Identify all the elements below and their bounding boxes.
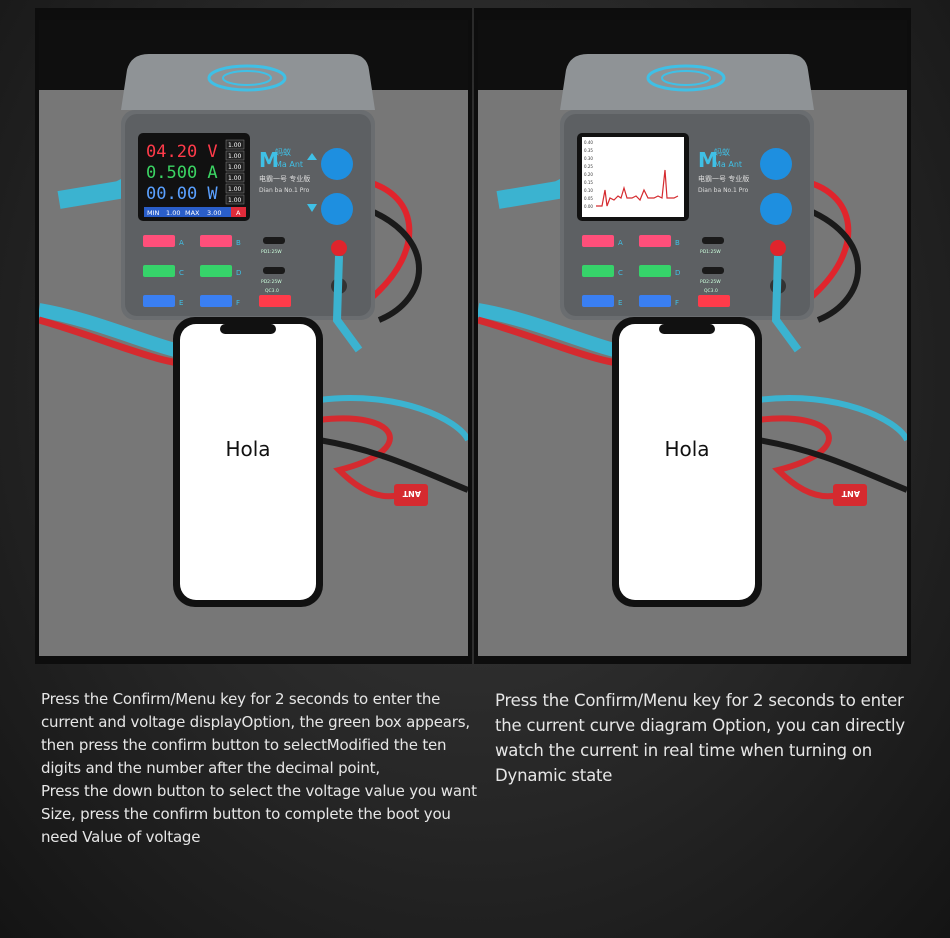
caption-line: need Value of voltage <box>41 828 201 846</box>
y-tick: 0.05 <box>584 196 593 201</box>
caption-line: digits and the number after the decimal … <box>41 759 380 777</box>
brand-name: Ma Ant <box>275 160 303 169</box>
left-product-photo: 04.20 V 0.500 A 00.00 W 1.00 1.00 1.00 1… <box>39 20 468 656</box>
port-label: B <box>675 239 680 247</box>
y-tick: 0.35 <box>584 148 593 153</box>
caption-line: the current curve diagram Option, you ca… <box>495 716 905 735</box>
y-tick: 0.40 <box>584 140 593 145</box>
phone-screen-text: Hola <box>225 437 270 461</box>
port-label: E <box>618 299 622 307</box>
caption-line: watch the current in real time when turn… <box>495 741 873 760</box>
pd-label: PD1:25W <box>261 249 282 255</box>
side-value: 1.00 <box>228 153 242 160</box>
phone-screen-text: Hola <box>664 437 709 461</box>
y-tick: 0.25 <box>584 164 593 169</box>
port-label: D <box>236 269 241 277</box>
y-tick: 0.00 <box>584 204 593 209</box>
y-tick: 0.10 <box>584 188 593 193</box>
caption-line: then press the confirm button to selectM… <box>41 736 447 754</box>
pd-label: PD1:25W <box>700 249 721 255</box>
left-caption: Press the Confirm/Menu key for 2 seconds… <box>41 688 481 849</box>
y-tick: 0.30 <box>584 156 593 161</box>
brand-logo: M <box>698 148 718 172</box>
pd-label: PD2:25W <box>700 279 721 285</box>
up-button[interactable] <box>321 148 353 180</box>
smartphone: Hola <box>612 317 762 607</box>
caption-line: Press the down button to select the volt… <box>41 782 477 800</box>
port-label: B <box>236 239 241 247</box>
subtitle-cn: 电霸一号 专业版 <box>259 174 310 183</box>
pd-label: PD2:25W <box>261 279 282 285</box>
current-curve <box>596 169 679 207</box>
connector-label: ANT <box>402 489 421 498</box>
right-product-photo: 0.40 0.35 0.30 0.25 0.20 0.15 0.10 0.05 … <box>478 20 907 656</box>
min-value: 1.00 <box>166 209 180 217</box>
right-photo-panel: 0.40 0.35 0.30 0.25 0.20 0.15 0.10 0.05 … <box>474 8 911 664</box>
up-arrow-icon <box>307 153 317 160</box>
max-value: 3.00 <box>207 209 221 217</box>
port-label: C <box>179 269 184 277</box>
side-value: 1.00 <box>228 164 242 171</box>
power-station-device: 04.20 V 0.500 A 00.00 W 1.00 1.00 1.00 1… <box>121 54 375 320</box>
brand-top: 蚂蚁 <box>714 147 730 157</box>
min-label: MIN <box>147 209 160 217</box>
caption-line: Press the Confirm/Menu key for 2 seconds… <box>495 691 904 710</box>
ant-connector <box>833 484 867 506</box>
left-photo-panel: 04.20 V 0.500 A 00.00 W 1.00 1.00 1.00 1… <box>35 8 472 664</box>
connector-label: ANT <box>841 489 860 498</box>
up-button[interactable] <box>760 148 792 180</box>
port-label: A <box>618 239 623 247</box>
current-readout: 0.500 A <box>146 163 218 183</box>
pd-label: QC3.0 <box>265 288 279 294</box>
port-label: E <box>179 299 183 307</box>
side-value: 1.00 <box>228 175 242 182</box>
brand-name: Ma Ant <box>714 160 742 169</box>
smartphone: Hola <box>173 317 323 607</box>
pd-label: QC3.0 <box>704 288 718 294</box>
ant-connector <box>394 484 428 506</box>
caption-line: Press the Confirm/Menu key for 2 seconds… <box>41 690 441 708</box>
subtitle-en: Dian ba No.1 Pro <box>698 187 749 194</box>
port-label: F <box>236 299 240 307</box>
max-label: MAX <box>185 209 200 217</box>
subtitle-en: Dian ba No.1 Pro <box>259 187 310 194</box>
caption-line: Dynamic state <box>495 766 613 785</box>
unit-label: A <box>236 209 241 217</box>
down-button[interactable] <box>760 193 792 225</box>
side-value: 1.00 <box>228 197 242 204</box>
side-value: 1.00 <box>228 142 242 149</box>
caption-line: current and voltage displayOption, the g… <box>41 713 470 731</box>
y-tick: 0.15 <box>584 180 593 185</box>
y-tick: 0.20 <box>584 172 593 177</box>
brand-logo: M <box>259 148 279 172</box>
down-arrow-icon <box>307 204 317 212</box>
voltage-readout: 04.20 V <box>146 142 218 162</box>
port-label: D <box>675 269 680 277</box>
brand-top: 蚂蚁 <box>275 147 291 157</box>
right-caption: Press the Confirm/Menu key for 2 seconds… <box>495 688 915 788</box>
side-value: 1.00 <box>228 186 242 193</box>
port-label: A <box>179 239 184 247</box>
port-label: F <box>675 299 679 307</box>
caption-line: Size, press the confirm button to comple… <box>41 805 451 823</box>
subtitle-cn: 电霸一号 专业版 <box>698 174 749 183</box>
down-button[interactable] <box>321 193 353 225</box>
port-label: C <box>618 269 623 277</box>
power-readout: 00.00 W <box>146 184 218 204</box>
